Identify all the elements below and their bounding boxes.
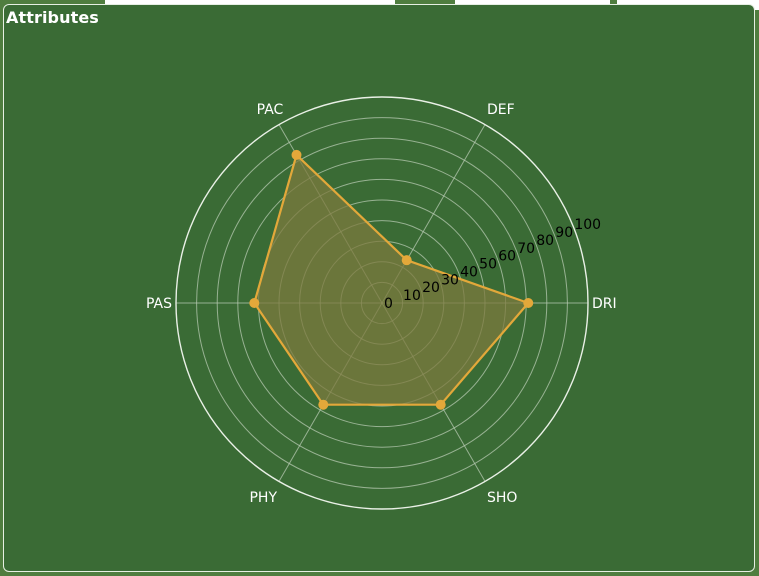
tick-label: 50 [479, 257, 497, 273]
tick-label: 20 [422, 280, 440, 296]
tick-label: 40 [460, 264, 478, 280]
outer-ring [175, 96, 589, 510]
tick-label: 70 [517, 241, 535, 257]
data-point-def [401, 255, 412, 266]
category-label-dri: DRI [592, 296, 617, 312]
radar-series [249, 149, 534, 410]
category-label-def: DEF [487, 102, 515, 118]
tick-label: 0 [384, 296, 393, 312]
panel-title: Attributes [6, 8, 99, 27]
tick-label: 80 [536, 233, 554, 249]
tick-label: 60 [498, 249, 516, 265]
data-point-pac [291, 149, 302, 160]
data-point-dri [523, 298, 534, 308]
tick-label: 10 [403, 288, 421, 304]
tick-label: 90 [555, 225, 573, 241]
data-point-pas [249, 298, 260, 308]
category-label-phy: PHY [249, 490, 277, 506]
data-point-sho [435, 399, 446, 410]
tick-label: 100 [574, 217, 601, 233]
category-label-sho: SHO [487, 490, 517, 506]
category-label-pac: PAC [257, 102, 284, 118]
tick-label: 30 [441, 272, 459, 288]
category-label-pas: PAS [146, 296, 172, 312]
data-point-phy [318, 399, 329, 410]
